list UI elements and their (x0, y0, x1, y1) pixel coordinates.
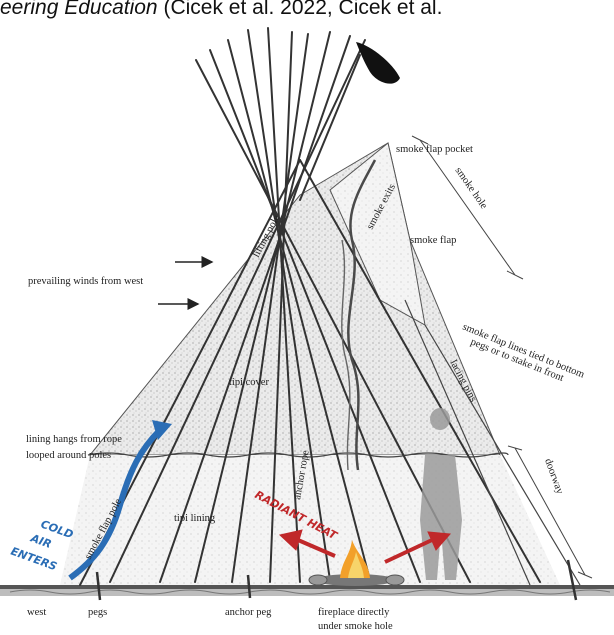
label-cold-air-3: ENTERS (9, 545, 59, 574)
label-doorway: doorway (542, 457, 565, 496)
label-west: west (27, 607, 46, 618)
label-pegs: pegs (88, 607, 107, 618)
wind-arrows (158, 262, 212, 304)
ground (0, 585, 614, 596)
label-tipi-cover: tipi cover (229, 377, 269, 388)
label-fireplace-2: under smoke hole (318, 621, 393, 632)
label-lining-hangs-1: lining hangs from rope (26, 434, 122, 445)
label-smoke-flap: smoke flap (410, 235, 456, 246)
label-smoke-flap-pocket: smoke flap pocket (396, 144, 473, 155)
label-anchor-peg: anchor peg (225, 607, 272, 618)
label-cold-air-2: AIR (28, 531, 53, 551)
label-fireplace-1: fireplace directly (318, 607, 390, 618)
label-lining-hangs-2: looped around poles (26, 450, 111, 461)
label-prevailing-winds: prevailing winds from west (28, 276, 143, 287)
feather-ornament (356, 42, 400, 84)
label-smoke-hole: smoke hole (453, 165, 490, 211)
label-tipi-lining: tipi lining (174, 513, 216, 524)
